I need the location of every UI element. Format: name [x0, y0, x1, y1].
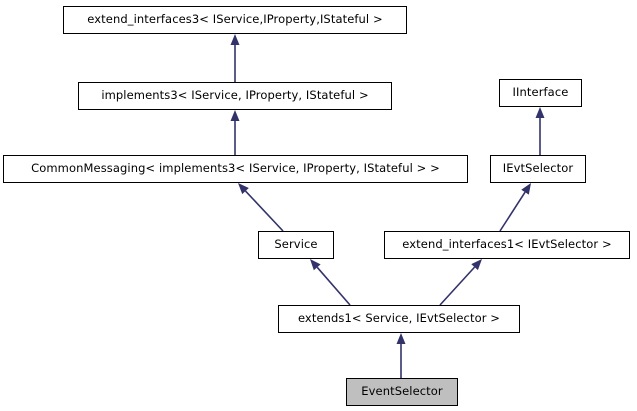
class-node-label: extend_interfaces3< IService,IProperty,I…	[87, 12, 383, 27]
edge-implements3-to-extend_interfaces3	[230, 34, 240, 82]
class-node-label: IEvtSelector	[502, 161, 574, 176]
class-node-extend_interfaces3[interactable]: extend_interfaces3< IService,IProperty,I…	[63, 6, 407, 34]
class-node-label: EventSelector	[361, 384, 443, 399]
class-node-label: Service	[274, 237, 318, 252]
edge-extends1-to-service	[310, 259, 351, 306]
class-node-label: CommonMessaging< implements3< IService, …	[31, 161, 440, 176]
class-node-label: extend_interfaces1< IEvtSelector >	[402, 237, 612, 252]
class-node-service[interactable]: Service	[258, 231, 334, 259]
class-node-label: extends1< Service, IEvtSelector >	[297, 311, 501, 326]
class-node-extends1[interactable]: extends1< Service, IEvtSelector >	[278, 305, 520, 333]
class-node-iinterface[interactable]: IInterface	[499, 79, 582, 107]
class-node-common_messaging[interactable]: CommonMessaging< implements3< IService, …	[3, 155, 468, 183]
edge-service-to-common_messaging	[238, 183, 284, 232]
class-node-extend_interfaces1[interactable]: extend_interfaces1< IEvtSelector >	[384, 231, 630, 259]
class-node-implements3[interactable]: implements3< IService, IProperty, IState…	[78, 82, 392, 110]
class-node-label: implements3< IService, IProperty, IState…	[101, 88, 369, 103]
edge-extend_interfaces1-to-ievtselector	[499, 183, 531, 232]
class-node-ievtselector[interactable]: IEvtSelector	[490, 155, 586, 183]
edge-ievtselector-to-iinterface	[535, 107, 545, 155]
class-node-event_selector[interactable]: EventSelector	[346, 378, 458, 406]
edge-common_messaging-to-implements3	[230, 110, 240, 155]
edge-event_selector-to-extends1	[396, 333, 406, 378]
class-node-label: IInterface	[512, 85, 569, 100]
edge-extends1-to-extend_interfaces1	[439, 259, 482, 306]
